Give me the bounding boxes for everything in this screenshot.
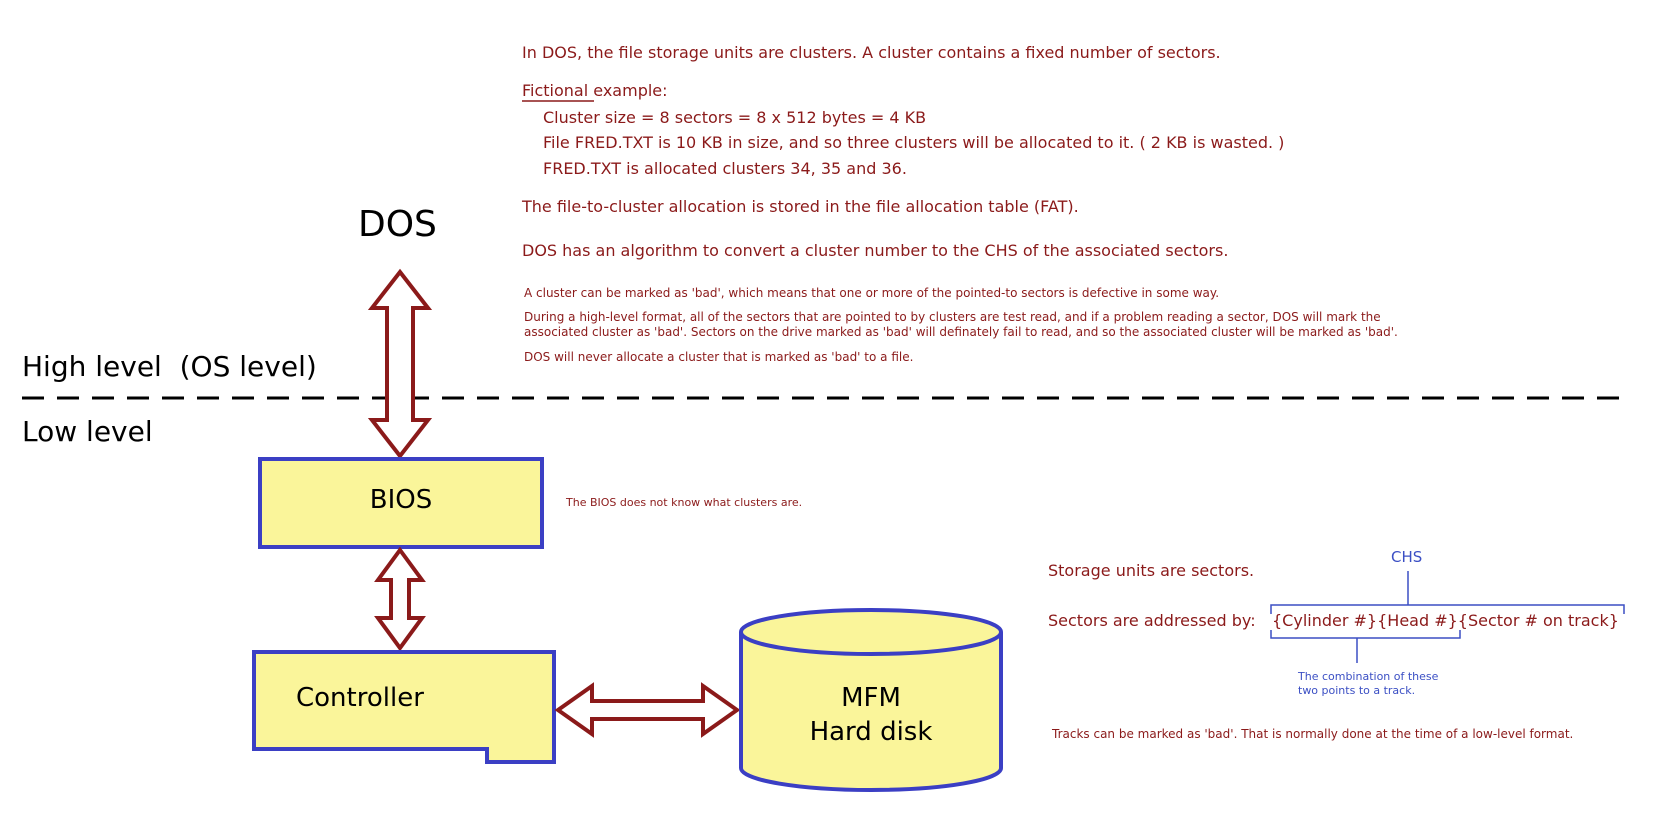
example-word: example: — [588, 81, 668, 100]
dos-note-example-heading: Fictional example: — [522, 81, 668, 100]
chs-label: CHS — [1391, 548, 1423, 566]
controller-box — [252, 650, 556, 764]
high-level-label: High level (OS level) — [22, 350, 317, 383]
disk-label-line2: Hard disk — [809, 717, 933, 747]
bios-note: The BIOS does not know what clusters are… — [566, 496, 803, 509]
storage-units-note: Storage units are sectors. — [1048, 561, 1255, 580]
controller-label: Controller — [296, 683, 424, 713]
track-bracket — [1270, 630, 1461, 639]
fictional-word: Fictional — [522, 81, 589, 100]
disk-label-line1: MFM — [841, 683, 901, 713]
example-line-3: FRED.TXT is allocated clusters 34, 35 an… — [543, 159, 907, 178]
bios-box — [258, 457, 544, 549]
dos-label: DOS — [358, 204, 437, 245]
track-note-line-1: The combination of these — [1298, 670, 1439, 683]
controller-disk-arrow — [554, 682, 741, 738]
bios-label: BIOS — [369, 485, 433, 515]
chs-bracket — [1270, 604, 1625, 614]
dos-note-fat: The file-to-cluster allocation is stored… — [522, 197, 1079, 216]
hard-disk-cylinder — [739, 632, 1003, 792]
track-note-line-2: two points to a track. — [1298, 684, 1416, 697]
dos-bios-arrow — [367, 268, 433, 460]
dos-note-clusters: In DOS, the file storage units are clust… — [522, 43, 1221, 62]
addressed-prefix: Sectors are addressed by: — [1048, 611, 1256, 630]
bios-controller-arrow — [374, 546, 426, 652]
dos-note-bad-2a: During a high-level format, all of the s… — [524, 310, 1381, 324]
dos-note-bad-3: DOS will never allocate a cluster that i… — [524, 350, 914, 364]
tracks-bad-note: Tracks can be marked as 'bad'. That is n… — [1052, 727, 1574, 741]
dos-note-bad-2b: associated cluster as 'bad'. Sectors on … — [524, 325, 1398, 339]
dos-note-bad-1: A cluster can be marked as 'bad', which … — [524, 286, 1220, 300]
example-line-1: Cluster size = 8 sectors = 8 x 512 bytes… — [543, 108, 927, 127]
dos-note-algorithm: DOS has an algorithm to convert a cluste… — [522, 241, 1229, 260]
example-line-2: File FRED.TXT is 10 KB in size, and so t… — [543, 133, 1285, 152]
hard-disk-top — [739, 608, 1003, 656]
address-fields: {Cylinder #}{Head #}{Sector # on track} — [1272, 611, 1619, 630]
low-level-label: Low level — [22, 415, 153, 448]
